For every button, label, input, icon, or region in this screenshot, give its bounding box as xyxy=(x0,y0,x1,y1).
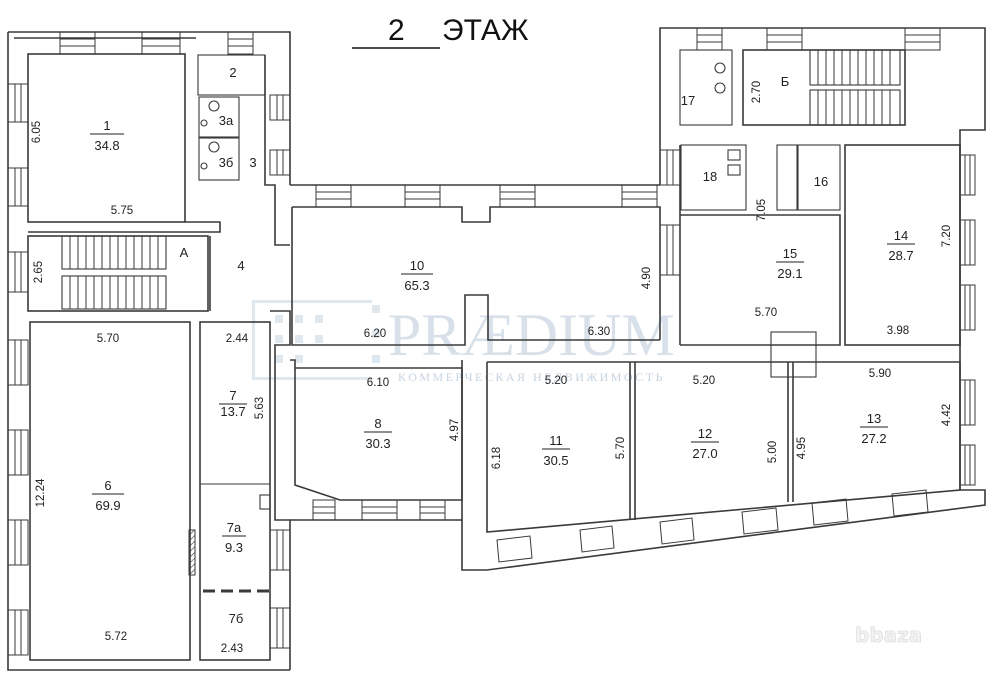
svg-text:69.9: 69.9 xyxy=(95,498,120,513)
stair-b: Б xyxy=(781,74,790,89)
stair-a-flights xyxy=(61,235,167,310)
svg-text:10: 10 xyxy=(410,258,424,273)
svg-text:6.20: 6.20 xyxy=(364,328,386,340)
room-3a: 3а xyxy=(219,113,234,128)
svg-text:12.24: 12.24 xyxy=(35,478,47,507)
svg-text:5.75: 5.75 xyxy=(111,205,133,217)
svg-text:14: 14 xyxy=(894,228,908,243)
room-3: 3 xyxy=(249,155,256,170)
dimension-labels: 6.05 5.75 2.65 5.70 12.24 5.72 2.44 5.63… xyxy=(31,81,953,655)
svg-text:2.43: 2.43 xyxy=(221,643,243,655)
room-1: 1 34.8 xyxy=(90,118,124,153)
svg-text:4.42: 4.42 xyxy=(941,404,953,426)
room-14: 14 28.7 xyxy=(887,228,915,263)
svg-text:2.65: 2.65 xyxy=(33,261,45,283)
room-2: 2 xyxy=(229,65,236,80)
svg-text:4.95: 4.95 xyxy=(796,437,808,459)
floor-word: ЭТАЖ xyxy=(442,14,529,47)
svg-text:27.0: 27.0 xyxy=(692,446,717,461)
svg-text:6.10: 6.10 xyxy=(367,377,389,389)
room-12: 12 27.0 xyxy=(691,426,719,461)
svg-text:29.1: 29.1 xyxy=(777,266,802,281)
watermark-brand: PRÆDIUM xyxy=(388,302,675,368)
room-7b: 7б xyxy=(229,611,244,626)
room-labels: 1 34.8 2 3а 3б 3 4 А 6 69.9 7 13.7 7а 9.… xyxy=(90,65,915,626)
svg-text:5.20: 5.20 xyxy=(545,375,567,387)
svg-text:15: 15 xyxy=(783,246,797,261)
room-8: 8 30.3 xyxy=(364,416,392,451)
stair-b-flights xyxy=(809,49,901,126)
svg-text:7.20: 7.20 xyxy=(941,225,953,247)
svg-text:11: 11 xyxy=(549,433,563,448)
stair-a: А xyxy=(180,245,189,260)
svg-text:6.05: 6.05 xyxy=(31,121,43,143)
svg-text:12: 12 xyxy=(698,426,712,441)
svg-text:6.30: 6.30 xyxy=(588,326,610,338)
room-18: 18 xyxy=(703,169,717,184)
watermark-logo-icon xyxy=(252,300,380,380)
room-6: 6 69.9 xyxy=(92,478,124,513)
svg-text:5.20: 5.20 xyxy=(693,375,715,387)
svg-text:6: 6 xyxy=(104,478,111,493)
toilet-icon xyxy=(200,62,726,170)
svg-text:2.70: 2.70 xyxy=(751,81,763,103)
svg-text:8: 8 xyxy=(374,416,381,431)
svg-text:2.44: 2.44 xyxy=(226,333,249,345)
svg-text:5.70: 5.70 xyxy=(615,437,627,459)
svg-text:5.72: 5.72 xyxy=(105,631,127,643)
svg-text:4.97: 4.97 xyxy=(449,419,461,441)
svg-text:28.7: 28.7 xyxy=(888,248,913,263)
floor-number: 2 xyxy=(388,14,405,47)
svg-text:9.3: 9.3 xyxy=(225,540,243,555)
room-15: 15 29.1 xyxy=(776,246,804,281)
svg-text:5.90: 5.90 xyxy=(869,368,891,380)
svg-text:30.5: 30.5 xyxy=(543,453,568,468)
room-16: 16 xyxy=(814,174,828,189)
windows-center xyxy=(312,184,929,563)
svg-text:6.18: 6.18 xyxy=(491,447,503,469)
watermark: PRÆDIUM КОММЕРЧЕСКАЯ НЕДВИЖИМОСТЬ xyxy=(252,300,675,384)
svg-text:5.70: 5.70 xyxy=(97,333,119,345)
svg-text:13: 13 xyxy=(867,411,881,426)
room-7a: 7а 9.3 xyxy=(222,520,246,555)
svg-text:7а: 7а xyxy=(227,520,242,535)
svg-text:5.63: 5.63 xyxy=(254,397,266,419)
room-10: 10 65.3 xyxy=(401,258,433,293)
windows-left xyxy=(7,31,291,656)
svg-text:7: 7 xyxy=(229,388,236,403)
floor-title: 2 ЭТАЖ xyxy=(352,14,529,49)
room-3b: 3б xyxy=(219,155,234,170)
svg-text:4.90: 4.90 xyxy=(641,267,653,289)
svg-text:1: 1 xyxy=(103,118,110,133)
room-11: 11 30.5 xyxy=(542,433,570,468)
watermark-subtitle: КОММЕРЧЕСКАЯ НЕДВИЖИМОСТЬ xyxy=(398,370,665,384)
bbaza-logo: bbaza xyxy=(855,623,922,647)
room-4: 4 xyxy=(237,258,244,273)
svg-text:3.98: 3.98 xyxy=(887,325,909,337)
svg-text:13.7: 13.7 xyxy=(220,404,245,419)
sink-icon xyxy=(259,149,741,510)
svg-text:5.00: 5.00 xyxy=(767,441,779,463)
windows-right xyxy=(659,27,976,486)
svg-text:34.8: 34.8 xyxy=(94,138,119,153)
left-wing-walls xyxy=(7,31,291,671)
svg-text:27.2: 27.2 xyxy=(861,431,886,446)
svg-text:65.3: 65.3 xyxy=(404,278,429,293)
room-13: 13 27.2 xyxy=(860,411,888,446)
svg-text:7.05: 7.05 xyxy=(756,199,768,221)
right-wing-walls xyxy=(659,27,986,490)
svg-text:30.3: 30.3 xyxy=(365,436,390,451)
room-7: 7 13.7 xyxy=(219,388,247,419)
svg-text:5.70: 5.70 xyxy=(755,307,777,319)
room-17: 17 xyxy=(681,93,695,108)
